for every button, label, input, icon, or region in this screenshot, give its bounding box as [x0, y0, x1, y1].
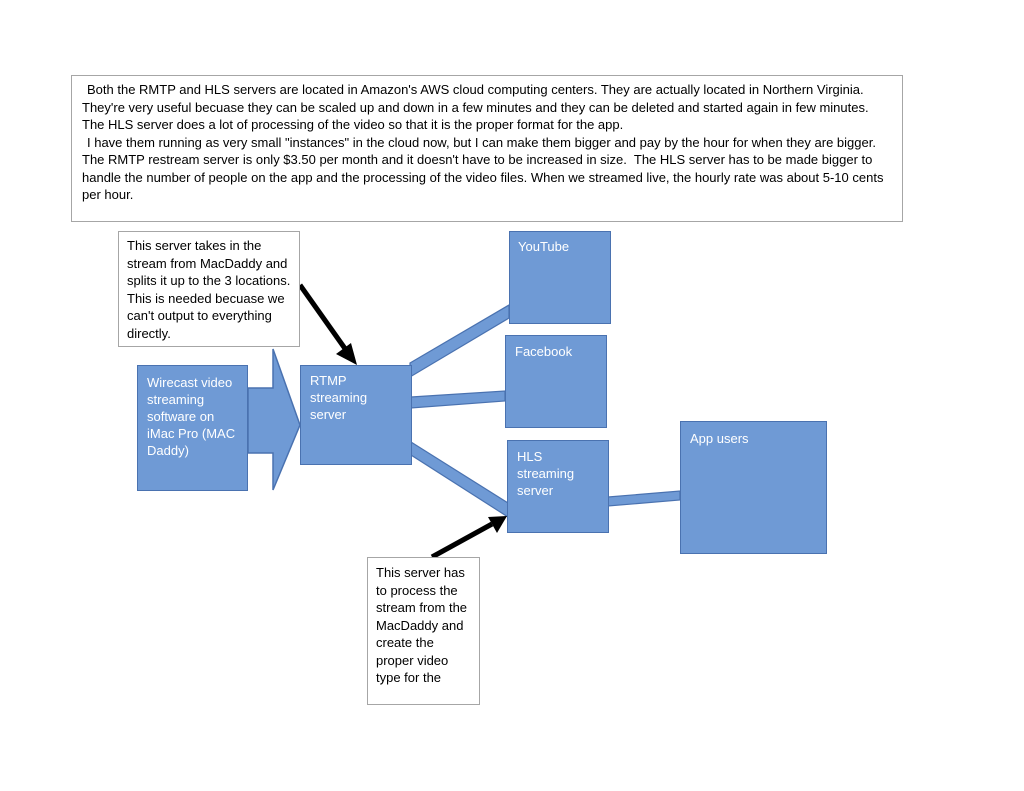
node-hls-server: HLS streaming server: [507, 440, 609, 533]
top-note-paragraph-2: I have them running as very small "insta…: [82, 134, 888, 203]
callout-arrow-rtmp-line: [297, 283, 349, 352]
callout-arrow-hls-head: [488, 516, 507, 533]
rtmp-callout-note: This server takes in the stream from Mac…: [118, 231, 300, 347]
block-arrow-wirecast-to-rtmp: [247, 348, 301, 491]
connector-rtmp-to-facebook: [410, 390, 506, 409]
node-hls-label: HLS streaming server: [517, 449, 575, 498]
node-rtmp-server: RTMP streaming server: [300, 365, 412, 465]
connector-hls-to-appusers: [607, 490, 681, 507]
node-rtmp-label: RTMP streaming server: [310, 373, 368, 422]
top-note-paragraph-1: Both the RMTP and HLS servers are locate…: [82, 82, 872, 132]
node-wirecast: Wirecast video streaming software on iMa…: [137, 365, 248, 491]
node-app-users: App users: [680, 421, 827, 554]
rtmp-callout-text: This server takes in the stream from Mac…: [127, 238, 294, 341]
node-appusers-label: App users: [690, 431, 749, 446]
top-explanation-note: Both the RMTP and HLS servers are locate…: [71, 75, 903, 222]
hls-callout-note: This server has to process the stream fr…: [367, 557, 480, 705]
node-facebook: Facebook: [505, 335, 607, 428]
node-youtube: YouTube: [509, 231, 611, 324]
connector-rtmp-to-hls: [410, 440, 509, 519]
hls-callout-text: This server has to process the stream fr…: [376, 565, 471, 685]
node-facebook-label: Facebook: [515, 344, 573, 359]
callout-arrow-hls-line: [430, 521, 494, 560]
callout-arrow-rtmp-head: [336, 343, 357, 365]
node-youtube-label: YouTube: [518, 239, 570, 254]
node-wirecast-label: Wirecast video streaming software on iMa…: [147, 375, 236, 458]
connector-rtmp-to-youtube: [409, 303, 510, 379]
